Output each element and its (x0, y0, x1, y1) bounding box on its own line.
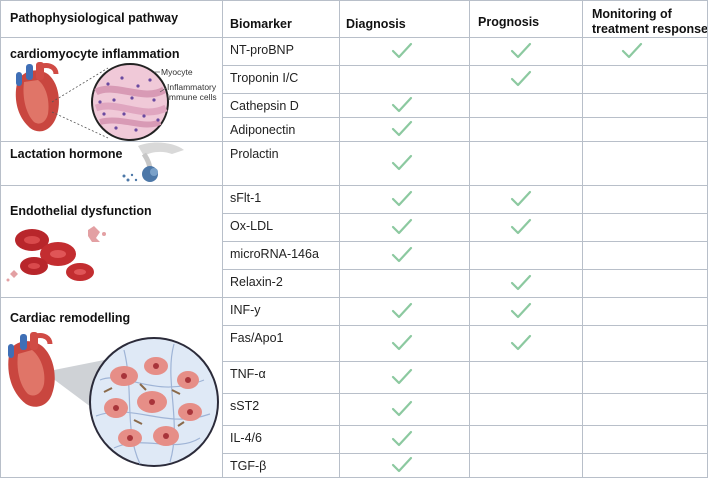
biomarker-name: Troponin I/C (230, 71, 299, 85)
column-divider (339, 0, 340, 478)
biomarker-name: IL-4/6 (230, 431, 262, 445)
table-border-left (0, 0, 1, 478)
row-divider (222, 241, 708, 242)
myocyte-label: Myocyte (161, 67, 193, 77)
biomarker-name: INF-y (230, 303, 261, 317)
header-pathway: Pathophysiological pathway (10, 11, 179, 25)
row-divider (0, 37, 708, 38)
check-icon (391, 456, 413, 473)
biomarker-name: Cathepsin D (230, 99, 299, 113)
header-diagnosis: Diagnosis (346, 17, 406, 31)
fibrotic-tissue-icon (89, 337, 219, 467)
immune-cells-label-line1: Inflammatory (167, 82, 217, 92)
row-divider (222, 393, 708, 394)
heart-inflammation-illustration: Myocyte Inflammatory immune cells (15, 62, 217, 141)
row-divider (222, 93, 708, 94)
column-divider (582, 0, 583, 478)
table-border-top (0, 0, 708, 1)
pituitary-icon (122, 142, 184, 182)
check-icon (391, 302, 413, 319)
check-icon (391, 96, 413, 113)
immune-cells-label-line2: immune cells (167, 92, 217, 102)
red-blood-cell-icon (6, 226, 106, 282)
check-icon (510, 274, 532, 291)
heart-icon (15, 62, 59, 132)
check-icon (391, 246, 413, 263)
biomarker-name: Relaxin-2 (230, 275, 283, 289)
biomarker-name: Ox-LDL (230, 219, 274, 233)
biomarker-name: TGF-β (230, 459, 267, 473)
check-icon (510, 42, 532, 59)
biomarker-name: Fas/Apo1 (230, 331, 284, 345)
check-icon (391, 42, 413, 59)
check-icon (510, 334, 532, 351)
check-icon (621, 42, 643, 59)
group-label-endothelial: Endothelial dysfunction (10, 204, 152, 218)
row-divider (222, 117, 708, 118)
biomarker-name: microRNA-146a (230, 247, 319, 261)
row-divider (222, 361, 708, 362)
check-icon (391, 334, 413, 351)
biomarker-name: sFlt-1 (230, 191, 262, 205)
group-label-lactation: Lactation hormone (10, 147, 123, 161)
row-divider (222, 65, 708, 66)
check-icon (391, 368, 413, 385)
check-icon (510, 218, 532, 235)
row-divider (222, 453, 708, 454)
check-icon (391, 430, 413, 447)
check-icon (391, 154, 413, 171)
header-prognosis: Prognosis (478, 15, 540, 29)
header-monitoring-line2: treatment response (592, 22, 708, 36)
check-icon (391, 120, 413, 137)
biomarker-name: NT-proBNP (230, 43, 294, 57)
check-icon (510, 190, 532, 207)
row-divider (222, 269, 708, 270)
check-icon (391, 218, 413, 235)
group-label-inflammation: cardiomyocyte inflammation (10, 47, 180, 61)
biomarker-name: Prolactin (230, 147, 279, 161)
check-icon (391, 190, 413, 207)
cardiac-remodelling-illustration (8, 332, 219, 467)
row-divider (0, 141, 708, 142)
group-label-remodelling: Cardiac remodelling (10, 311, 131, 325)
red-blood-cells-illustration (6, 226, 106, 282)
biomarker-name: sST2 (230, 399, 260, 413)
row-divider (222, 325, 708, 326)
biomarker-name: TNF-α (230, 367, 266, 381)
row-divider (222, 425, 708, 426)
column-divider (222, 0, 223, 478)
heart-remodelling-icon (8, 332, 55, 407)
header-monitoring: Monitoring of treatment response (592, 7, 708, 37)
row-divider (0, 185, 708, 186)
pituitary-gland-illustration (122, 142, 184, 182)
header-biomarker: Biomarker (230, 17, 292, 31)
myocyte-magnified-icon (91, 63, 169, 141)
check-icon (391, 400, 413, 417)
row-divider (0, 297, 708, 298)
biomarker-name: Adiponectin (230, 123, 296, 137)
check-icon (510, 70, 532, 87)
header-monitoring-line1: Monitoring of (592, 7, 672, 21)
check-icon (510, 302, 532, 319)
row-divider (222, 213, 708, 214)
column-divider (469, 0, 470, 478)
